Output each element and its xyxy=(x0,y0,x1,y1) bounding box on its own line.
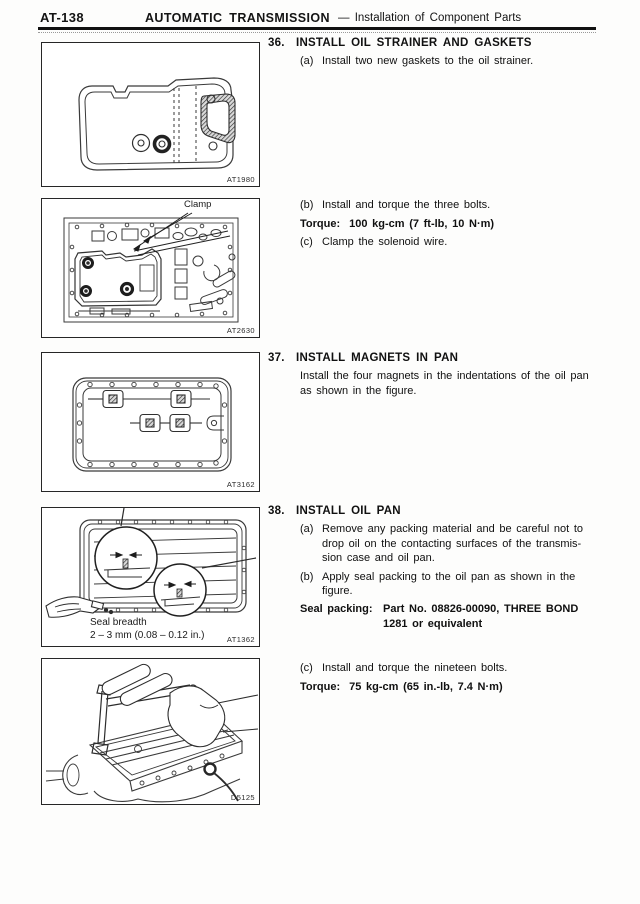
transmission-case xyxy=(45,754,241,803)
strainer-outline xyxy=(78,77,234,171)
seal-breadth-value: 2 – 3 mm (0.08 – 0.12 in.) xyxy=(90,630,205,641)
item-label: (c) xyxy=(300,662,313,674)
valve-body-detail-right xyxy=(174,248,236,313)
pan-tab xyxy=(206,415,224,431)
step-38-torque-row: Torque: 75 kg-cm (65 in.-lb, 7.4 N·m) xyxy=(300,678,604,697)
step-36-torque-row: Torque: 100 kg-cm (7 ft-lb, 10 N·m) xyxy=(300,215,604,234)
figure-code: D5125 xyxy=(230,793,255,802)
solenoid-wire xyxy=(133,230,231,256)
page-number: AT-138 xyxy=(40,10,85,25)
item-label: (b) xyxy=(300,199,314,211)
step-38-item-c: (c) Install and torque the nineteen bolt… xyxy=(300,659,604,678)
valve-body-border xyxy=(63,217,239,323)
item-label: (a) xyxy=(300,55,314,67)
step-38-item-a: (a) Remove any packing material and be c… xyxy=(300,522,604,566)
seal-packing-label: Seal packing: xyxy=(300,602,373,615)
step-38-continued: (c) Install and torque the nineteen bolt… xyxy=(268,659,604,696)
figure-code: AT2630 xyxy=(226,326,255,335)
torque-wrench-drawing xyxy=(45,663,259,803)
step-37: 37. INSTALL MAGNETS IN PAN Install the f… xyxy=(268,352,604,399)
step-number: 38. xyxy=(268,505,285,517)
clamp-arrow-icon xyxy=(133,212,193,252)
oil-strainer-drawing xyxy=(78,77,236,171)
seal-packing-value: Part No. 08826-00090, THREE BOND xyxy=(383,602,579,615)
solenoid-cover-panel xyxy=(74,248,162,307)
hand-on-wrench xyxy=(101,663,259,748)
doc-title: AUTOMATIC TRANSMISSION xyxy=(145,11,330,25)
seal-callout-left xyxy=(94,508,158,590)
step-title: INSTALL OIL PAN xyxy=(296,505,401,517)
body-line: Remove any packing material and be caref… xyxy=(322,523,584,535)
step-36-title-row: 36. INSTALL OIL STRAINER AND GASKETS xyxy=(268,37,604,49)
figure-box-pan-magnets: AT3162 xyxy=(41,352,260,492)
step-number: 36. xyxy=(268,37,285,49)
item-label: (b) xyxy=(300,570,314,583)
step-38-item-b: (b) Apply seal packing to the oil pan as… xyxy=(300,570,604,599)
figure-box-oil-strainer: AT1980 xyxy=(41,42,260,187)
item-text: Install and torque the three bolts. xyxy=(322,199,491,211)
seal-packing-value: 1281 or equivalent xyxy=(383,617,483,630)
item-text: Install and torque the nineteen bolts. xyxy=(322,662,508,674)
step-36-item-c: (c) Clamp the solenoid wire. xyxy=(300,233,604,252)
figure-box-valve-body: Clamp AT2630 xyxy=(41,198,260,338)
header-rule xyxy=(38,27,596,30)
step-36-continued: (b) Install and torque the three bolts. … xyxy=(268,196,604,252)
step-36: 36. INSTALL OIL STRAINER AND GASKETS (a)… xyxy=(268,37,604,69)
body-line: sion case and oil pan. xyxy=(322,552,435,564)
pan-magnets-drawing xyxy=(72,377,232,472)
torque-label: Torque: xyxy=(300,680,341,693)
item-text: Clamp the solenoid wire. xyxy=(322,236,448,248)
body-line: drop oil on the contacting surfaces of t… xyxy=(322,537,582,550)
step-38-seal-row: Seal packing: Part No. 08826-00090, THRE… xyxy=(300,602,604,617)
torque-value: 75 kg-cm (65 in.-lb, 7.4 N·m) xyxy=(349,680,503,693)
figure-box-torque-pan: D5125 xyxy=(41,658,260,805)
step-36-item-a: (a) Install two new gaskets to the oil s… xyxy=(300,54,604,69)
figure-code: AT1362 xyxy=(226,635,255,644)
clamp-label: Clamp xyxy=(184,199,212,210)
seal-breadth-label: Seal breadth xyxy=(90,617,147,628)
strainer-holes xyxy=(131,94,218,154)
hand-applying-seal xyxy=(45,596,114,618)
step-title: INSTALL OIL STRAINER AND GASKETS xyxy=(296,37,532,49)
body-line: Install the four magnets in the indentat… xyxy=(300,370,589,382)
figure-box-seal-packing: Seal breadth 2 – 3 mm (0.08 – 0.12 in.) … xyxy=(41,507,260,647)
body-line: figure. xyxy=(322,585,353,597)
item-text: Install two new gaskets to the oil strai… xyxy=(322,55,534,67)
step-37-title-row: 37. INSTALL MAGNETS IN PAN xyxy=(268,352,604,364)
pan-rim xyxy=(72,377,232,472)
step-title: INSTALL MAGNETS IN PAN xyxy=(296,352,459,364)
torque-value: 100 kg-cm (7 ft-lb, 10 N·m) xyxy=(349,217,495,230)
torque-label: Torque: xyxy=(300,217,341,230)
item-label: (a) xyxy=(300,523,314,535)
magnets xyxy=(88,389,210,433)
step-36-item-b: (b) Install and torque the three bolts. xyxy=(300,196,604,215)
doc-subtitle: — Installation of Component Parts xyxy=(338,12,522,24)
header-rule-dotted xyxy=(38,32,596,33)
drain-cable xyxy=(213,772,239,802)
figure-code: AT3162 xyxy=(226,480,255,489)
valve-body-drawing xyxy=(63,212,239,323)
valve-body-rod xyxy=(78,307,160,315)
strainer-gasket xyxy=(200,93,236,144)
item-text: Remove any packing material and be caref… xyxy=(322,522,583,566)
step-37-body: Install the four magnets in the indentat… xyxy=(300,369,604,399)
item-text: Apply seal packing to the oil pan as sho… xyxy=(322,570,575,599)
step-38: 38. INSTALL OIL PAN (a) Remove any packi… xyxy=(268,505,604,632)
body-line: Apply seal packing to the oil pan as sho… xyxy=(322,570,576,583)
figure-code: AT1980 xyxy=(226,175,255,184)
step-number: 37. xyxy=(268,352,285,364)
step-38-title-row: 38. INSTALL OIL PAN xyxy=(268,505,604,517)
item-label: (c) xyxy=(300,236,313,248)
body-line: as shown in the figure. xyxy=(300,385,417,397)
step-38-seal-row-2: 1281 or equivalent xyxy=(383,617,604,632)
seal-callout-right xyxy=(153,557,257,617)
seal-packing-drawing xyxy=(45,508,257,618)
